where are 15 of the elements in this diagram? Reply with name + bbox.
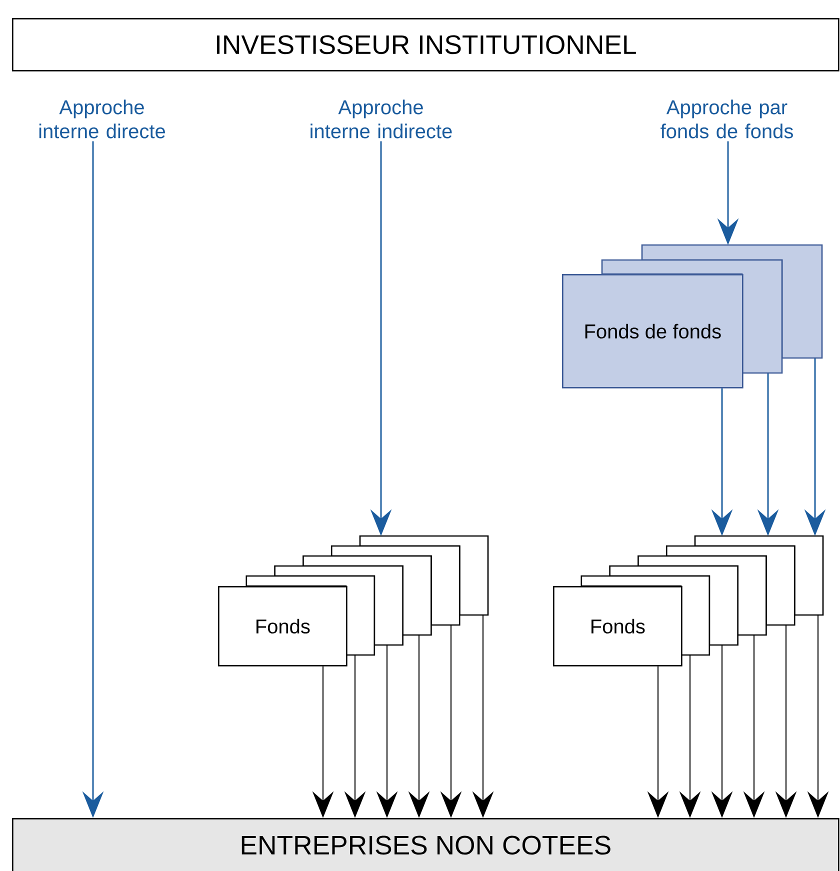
footer-box: ENTREPRISES NON COTEES bbox=[12, 818, 840, 871]
fund-box: Fonds bbox=[218, 586, 348, 666]
fund-box: Fonds bbox=[553, 586, 682, 666]
fund-box bbox=[666, 545, 796, 626]
fund-box bbox=[359, 535, 489, 616]
header-box: INVESTISSEUR INSTITUTIONNEL bbox=[12, 18, 840, 72]
approach-label: Approche interne indirecte bbox=[310, 100, 452, 138]
fund-box bbox=[330, 545, 460, 626]
fund-box bbox=[246, 575, 376, 656]
approach-label: Approche interne directe bbox=[39, 100, 165, 138]
fund-of-funds-box: Fonds de fonds bbox=[562, 274, 744, 388]
fund-box bbox=[580, 575, 710, 656]
fund-box bbox=[694, 535, 824, 616]
approach-label: Approche par fonds de fonds bbox=[660, 100, 793, 138]
fund-of-funds-box bbox=[641, 244, 823, 359]
